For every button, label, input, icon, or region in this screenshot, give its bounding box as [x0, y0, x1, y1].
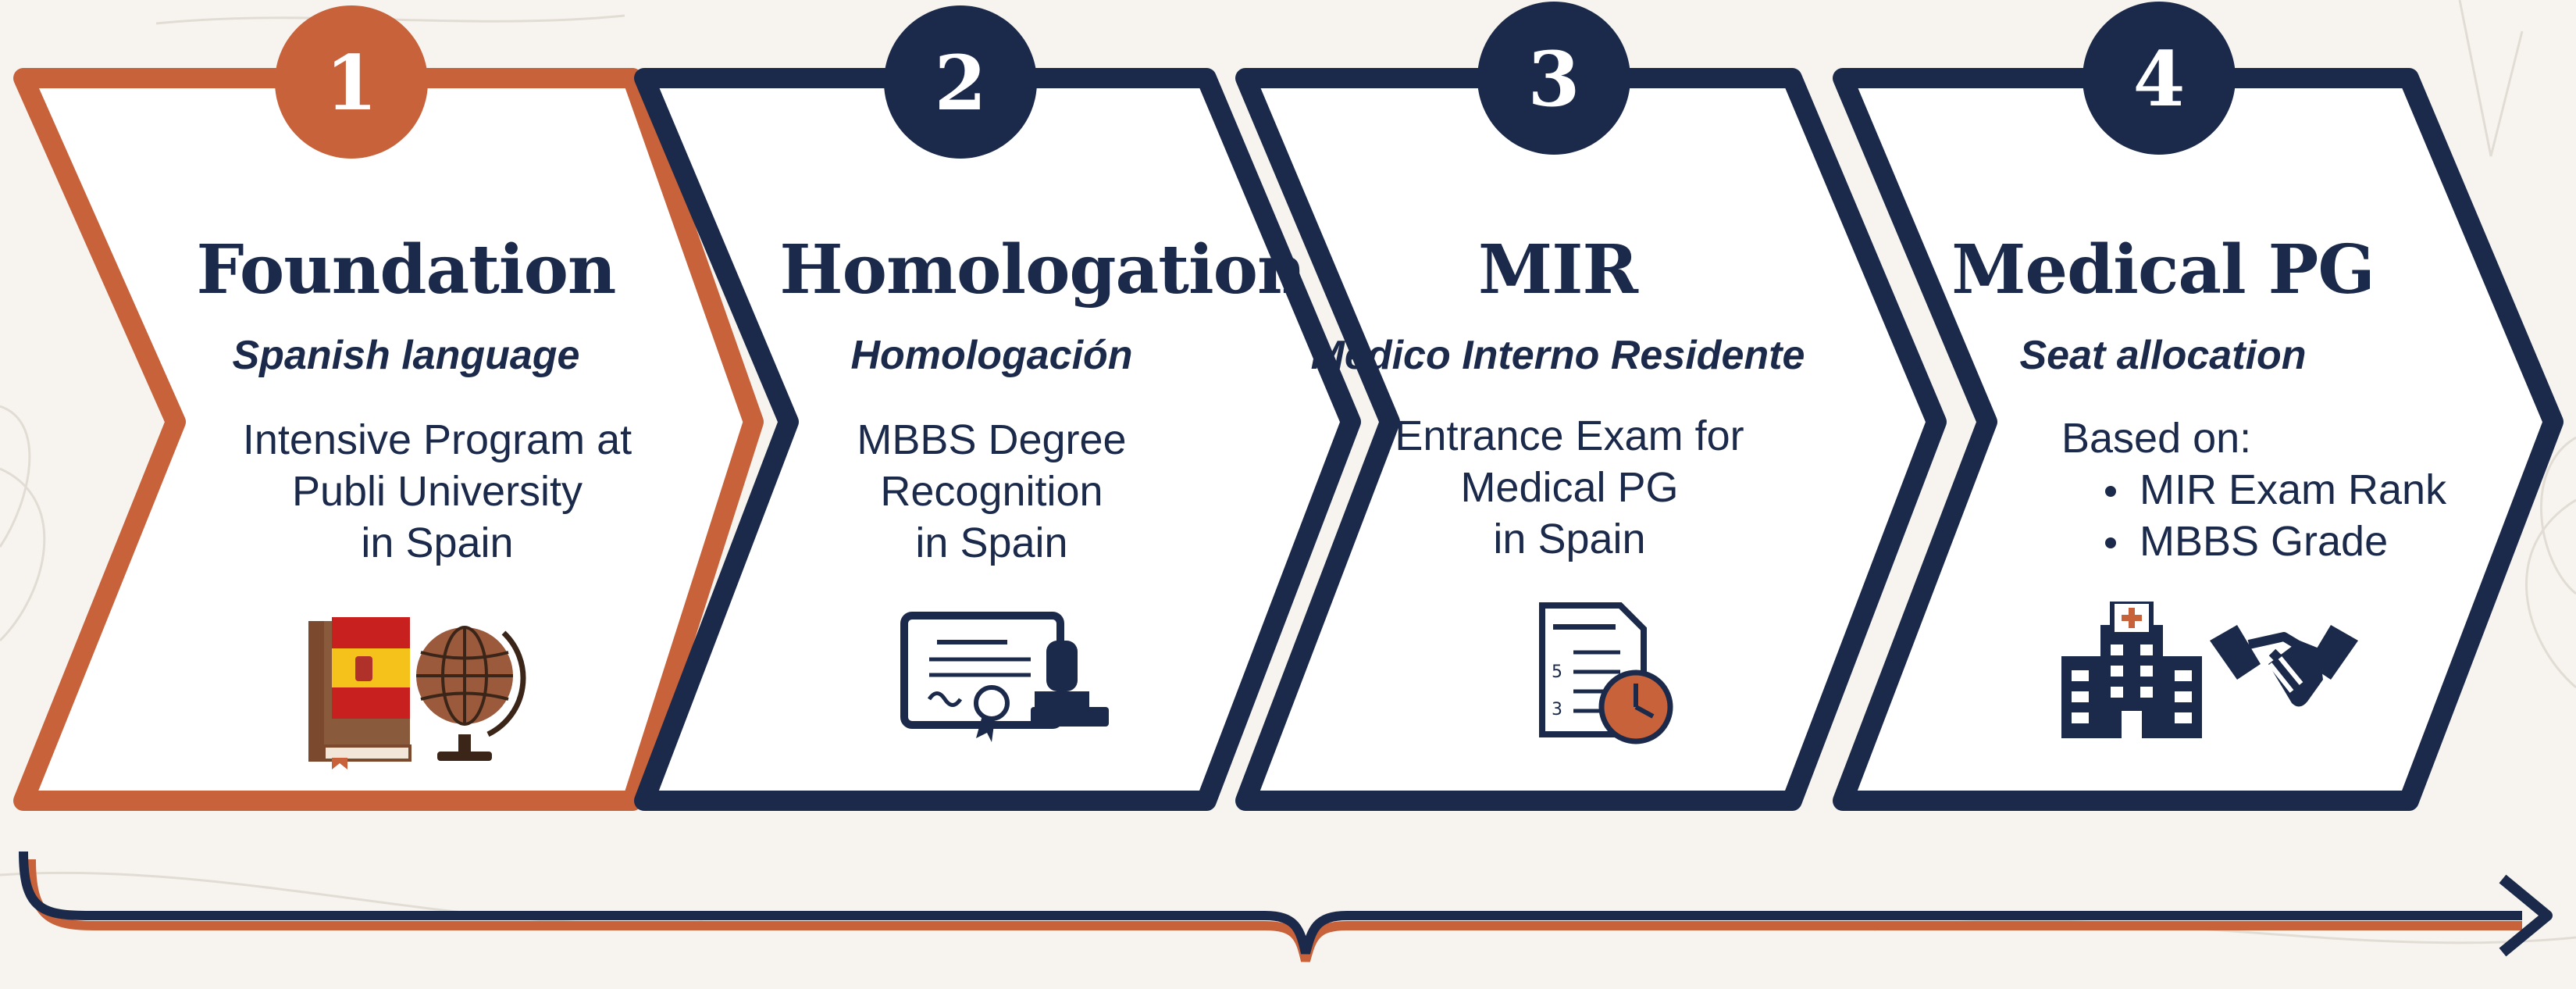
description-line: in Spain	[361, 519, 514, 566]
timeline-arrowhead	[2499, 874, 2553, 957]
step-number: 4	[2133, 35, 2186, 123]
step-chevron-orange: 1	[13, 5, 764, 811]
step-number-badge	[2083, 2, 2236, 155]
step-title: MIR	[1478, 230, 1638, 309]
step-number: 3	[1528, 35, 1580, 123]
criteria-item: MIR Exam Rank	[2105, 464, 2483, 516]
step-description: Intensive Program at Publi University in…	[94, 414, 781, 569]
exam-paper-with-clock-icon: 5 3	[1539, 602, 1673, 744]
handshake-icon	[2210, 625, 2358, 707]
svg-text:5: 5	[1552, 662, 1562, 682]
description-line: in Spain	[1493, 516, 1646, 562]
description-line: Publi University	[291, 468, 583, 515]
step-description: MBBS Degree Recognition in Spain	[750, 414, 1234, 569]
step-description: Based on: MIR Exam Rank MBBS Grade	[2061, 412, 2483, 567]
step-title: Homologation	[779, 230, 1306, 309]
step-subtitle: Médico Interno Residente	[1310, 333, 1805, 378]
criteria-list: MIR Exam Rank MBBS Grade	[2061, 464, 2483, 567]
certificate-with-stamp-icon	[900, 612, 1109, 742]
step-subtitle: Seat allocation	[2019, 333, 2307, 378]
step-subtitle: Spanish language	[232, 333, 580, 378]
step-medical-pg: 4 Medical PG Seat allocation Based on: M…	[1831, 0, 2576, 828]
step-mir: 3 MIR Médico Interno Residente Entrance …	[1234, 0, 1983, 828]
step-number-badge	[1477, 2, 1630, 155]
criteria-item: MBBS Grade	[2105, 516, 2483, 567]
step-number-badge	[884, 5, 1037, 159]
book-with-spanish-flag-icon	[308, 617, 412, 769]
step-number-badge	[275, 5, 428, 159]
description-line: Recognition	[880, 468, 1103, 515]
svg-text:3: 3	[1552, 700, 1562, 719]
description-line: in Spain	[915, 519, 1068, 566]
step-homologation: 2 Homologation Homologación MBBS Degree …	[632, 0, 1382, 828]
step-title: Medical PG	[1951, 230, 2375, 309]
step-description: Entrance Exam for Medical PG in Spain	[1320, 410, 1819, 565]
description-line: Medical PG	[1460, 464, 1679, 511]
step-subtitle: Homologación	[850, 333, 1133, 378]
step-chevron-navy: 4	[1833, 2, 2564, 811]
timeline-arrow-shadow	[27, 859, 2522, 962]
globe-icon	[416, 626, 526, 761]
description-intro: Based on:	[2061, 415, 2252, 462]
hospital-icon	[2061, 602, 2202, 738]
description-line: Intensive Program at	[242, 416, 632, 463]
step-chevron-navy: 2	[634, 5, 1361, 811]
step-title: Foundation	[196, 230, 617, 309]
step-number: 1	[326, 39, 378, 127]
description-line: Entrance Exam for	[1395, 412, 1744, 459]
step-foundation: 1 Foundation Spanish language Intensive …	[0, 0, 781, 828]
timeline-arrow	[19, 851, 2522, 955]
step-chevron-navy: 3	[1235, 2, 1947, 811]
step-number: 2	[935, 39, 987, 127]
description-line: MBBS Degree	[857, 416, 1127, 463]
